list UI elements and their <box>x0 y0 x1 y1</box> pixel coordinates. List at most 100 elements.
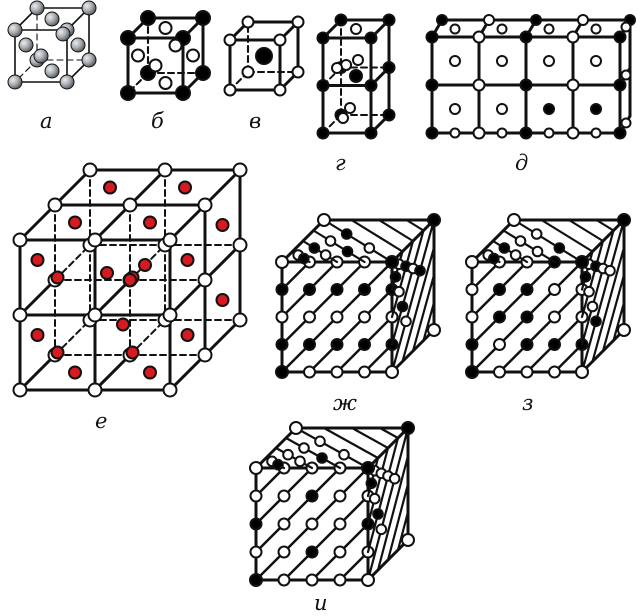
cube-edge <box>168 278 207 317</box>
black-atom <box>425 78 439 92</box>
cube-v-lattice <box>223 15 305 97</box>
red-atom <box>30 328 45 342</box>
red-atom <box>103 180 117 195</box>
white-atom <box>12 232 28 248</box>
white-atom <box>400 315 412 328</box>
white-atom <box>375 523 388 536</box>
black-atom <box>275 338 289 351</box>
label-z: з <box>522 391 533 415</box>
black-atom <box>427 213 441 227</box>
cube-edge <box>93 278 132 317</box>
black-atom <box>140 10 156 26</box>
hidden-edge <box>129 319 166 356</box>
cube-edge <box>470 260 556 346</box>
black-atom <box>316 452 328 464</box>
black-atom <box>364 79 378 92</box>
white-atom <box>197 197 213 213</box>
white-atom <box>566 78 580 92</box>
black-atom <box>425 126 439 140</box>
cube-edge <box>350 218 404 253</box>
cube-edge <box>366 436 400 554</box>
gray-atom <box>70 37 86 53</box>
white-atom <box>168 38 183 53</box>
white-atom <box>314 435 326 448</box>
black-atom <box>613 78 627 92</box>
white-atom <box>388 472 401 485</box>
gray-atom <box>44 63 60 79</box>
label-g: г <box>335 151 346 175</box>
label-b: б <box>151 109 164 133</box>
cube-edge <box>18 203 57 242</box>
cube-a-gray-lattice <box>7 0 97 90</box>
white-atom <box>197 347 213 363</box>
black-atom <box>548 338 561 351</box>
black-atom <box>519 30 533 44</box>
white-atom <box>393 285 405 298</box>
cube-edge <box>280 260 366 346</box>
hidden-edge <box>54 244 91 281</box>
red-atom <box>68 365 82 380</box>
white-atom <box>298 442 310 454</box>
white-atom <box>158 21 173 35</box>
black-atom <box>275 365 289 379</box>
white-atom <box>157 162 173 178</box>
white-atom <box>249 489 263 503</box>
black-atom <box>365 477 378 490</box>
white-atom <box>158 76 173 90</box>
label-i: и <box>314 591 328 615</box>
red-atom <box>68 215 82 230</box>
white-atom <box>333 489 347 503</box>
white-atom <box>317 213 331 227</box>
cube-edge <box>312 229 366 264</box>
white-atom <box>465 283 479 296</box>
white-atom <box>566 30 580 44</box>
cube-b-lattice <box>120 10 211 101</box>
white-atom <box>162 307 178 323</box>
cube-edge <box>580 218 626 374</box>
white-atom <box>148 58 163 73</box>
cube-edge <box>591 246 626 363</box>
red-atom <box>50 345 65 360</box>
white-atom <box>483 14 495 26</box>
cube-edge <box>580 239 605 319</box>
red-atom <box>215 218 230 232</box>
black-atom <box>617 213 631 227</box>
cube-edge <box>491 239 529 264</box>
white-atom <box>330 365 344 379</box>
cube-edge <box>422 301 436 342</box>
white-atom <box>361 573 375 587</box>
red-atom <box>100 266 114 280</box>
white-atom <box>449 55 461 67</box>
white-atom <box>514 235 527 247</box>
white-atom <box>12 307 28 323</box>
cube-edge <box>203 168 242 207</box>
cube-edge <box>366 456 380 498</box>
black-atom <box>590 103 602 115</box>
cube-edge <box>93 353 132 392</box>
black-atom <box>519 78 533 92</box>
red-atom <box>50 270 65 285</box>
white-atom <box>449 103 461 115</box>
white-atom <box>232 162 248 178</box>
black-atom <box>316 79 330 92</box>
white-atom <box>282 448 294 461</box>
black-atom <box>493 310 506 324</box>
white-atom <box>241 65 255 79</box>
black-atom <box>530 14 542 26</box>
white-atom <box>249 461 263 475</box>
cube-edge <box>601 273 626 353</box>
white-atom <box>333 545 347 559</box>
cube-edge <box>595 218 615 232</box>
black-atom <box>613 126 627 140</box>
black-atom <box>334 13 348 27</box>
white-atom <box>249 545 263 559</box>
cube-e-large-red-lattice <box>12 162 248 398</box>
black-atom <box>382 13 396 27</box>
white-atom <box>496 55 508 67</box>
white-atom <box>401 533 415 547</box>
cube-edge <box>401 246 436 363</box>
white-atom <box>303 365 316 379</box>
cube-edge <box>390 229 425 346</box>
cube-zh-diagonal-lattice <box>275 213 441 379</box>
label-d: д <box>515 151 528 175</box>
